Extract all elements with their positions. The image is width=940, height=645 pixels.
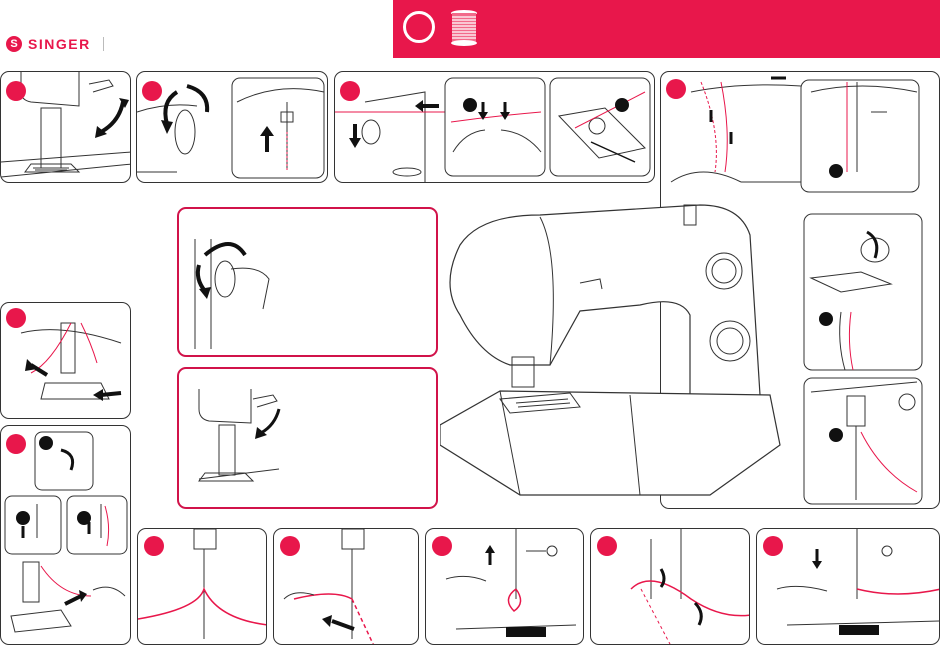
sub-step-marker — [829, 428, 843, 442]
sub-step-marker — [615, 98, 629, 112]
step-number-circle — [6, 434, 26, 454]
step-number-circle — [144, 536, 164, 556]
step-raise-lever-panel — [0, 71, 131, 183]
step-pull-bobbin-thread-panel — [590, 528, 750, 645]
needle-threading-illustration — [4, 431, 128, 633]
step-number-circle — [597, 536, 617, 556]
lower-presser-foot-illustration — [198, 389, 281, 482]
step-needle-threading-panel — [0, 425, 131, 645]
circle-outline-icon — [403, 11, 435, 43]
step-pull-thread-back-panel — [0, 302, 131, 419]
sub-step-marker — [39, 436, 53, 450]
step-number-circle — [666, 79, 686, 99]
header-banner — [393, 0, 940, 58]
pull-thread-illustration — [283, 529, 374, 644]
step-number-circle — [6, 308, 26, 328]
lay-threads-illustration — [776, 529, 939, 635]
sub-step-marker — [463, 98, 477, 112]
logo-divider — [102, 37, 104, 51]
step-handwheel-panel — [136, 71, 328, 183]
singer-logo: S SINGER — [6, 36, 104, 52]
step-thread-needle-panel — [137, 528, 267, 645]
step-lay-threads-panel — [756, 528, 940, 645]
sub-step-marker — [77, 511, 91, 525]
thread-spool-icon — [451, 10, 477, 46]
turn-handwheel-illustration — [194, 239, 270, 349]
pull-bobbin-thread-illustration — [630, 529, 749, 644]
singer-logo-badge: S — [6, 36, 22, 52]
step-number-circle — [280, 536, 300, 556]
step-number-circle — [6, 81, 26, 101]
sewing-machine-illustration — [440, 204, 781, 496]
pull-thread-back-illustration — [20, 322, 122, 401]
step-hold-thread-panel — [425, 528, 584, 645]
step-number-circle — [763, 536, 783, 556]
bobbin-winder-illustration — [335, 77, 651, 182]
tip-turn-handwheel-panel — [177, 207, 438, 357]
step-number-circle — [432, 536, 452, 556]
singer-logo-text: SINGER — [28, 36, 91, 52]
step-number-circle — [340, 81, 360, 101]
upper-threading-illustration — [670, 76, 923, 505]
sub-step-marker — [16, 511, 30, 525]
thread-needle-illustration — [138, 529, 266, 639]
step-number-circle — [142, 81, 162, 101]
handwheel-illustration — [137, 77, 325, 179]
step-bobbin-winder-panel — [334, 71, 655, 183]
sub-step-marker — [829, 164, 843, 178]
step-pull-thread-panel — [273, 528, 419, 645]
hold-thread-illustration — [445, 529, 577, 637]
tip-lower-presser-foot-panel — [177, 367, 438, 509]
sub-step-marker — [819, 312, 833, 326]
